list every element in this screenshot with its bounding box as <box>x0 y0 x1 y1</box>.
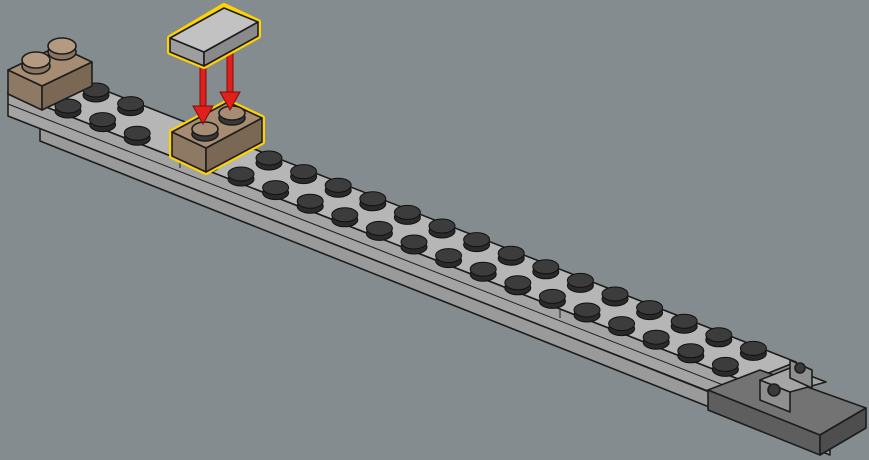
stud <box>609 317 635 336</box>
stud <box>429 219 455 238</box>
stud <box>464 233 490 252</box>
stud <box>291 165 317 184</box>
stud <box>505 276 531 295</box>
stud <box>740 341 766 360</box>
stud <box>263 181 289 200</box>
stud <box>297 194 323 213</box>
base-top-face <box>8 72 796 382</box>
stud <box>394 205 420 224</box>
stud <box>712 357 738 376</box>
stud <box>90 113 116 132</box>
stud <box>366 221 392 240</box>
stud <box>436 249 462 268</box>
gray-tile-new-part <box>170 6 258 66</box>
stud <box>706 328 732 347</box>
stud <box>678 344 704 363</box>
stud <box>671 314 697 333</box>
stud <box>498 246 524 265</box>
stud <box>401 235 427 254</box>
stud <box>360 192 386 211</box>
stud <box>332 208 358 227</box>
stud <box>325 178 351 197</box>
stud <box>637 301 663 320</box>
stud <box>228 167 254 186</box>
stud <box>118 97 144 116</box>
stud <box>470 262 496 281</box>
stud <box>539 289 565 308</box>
stud <box>124 126 150 145</box>
stud <box>643 330 669 349</box>
stud <box>533 260 559 279</box>
red-arrow-icon <box>220 50 240 110</box>
stud <box>574 303 600 322</box>
stud <box>602 287 628 306</box>
stud <box>567 273 593 292</box>
stud <box>256 151 282 170</box>
